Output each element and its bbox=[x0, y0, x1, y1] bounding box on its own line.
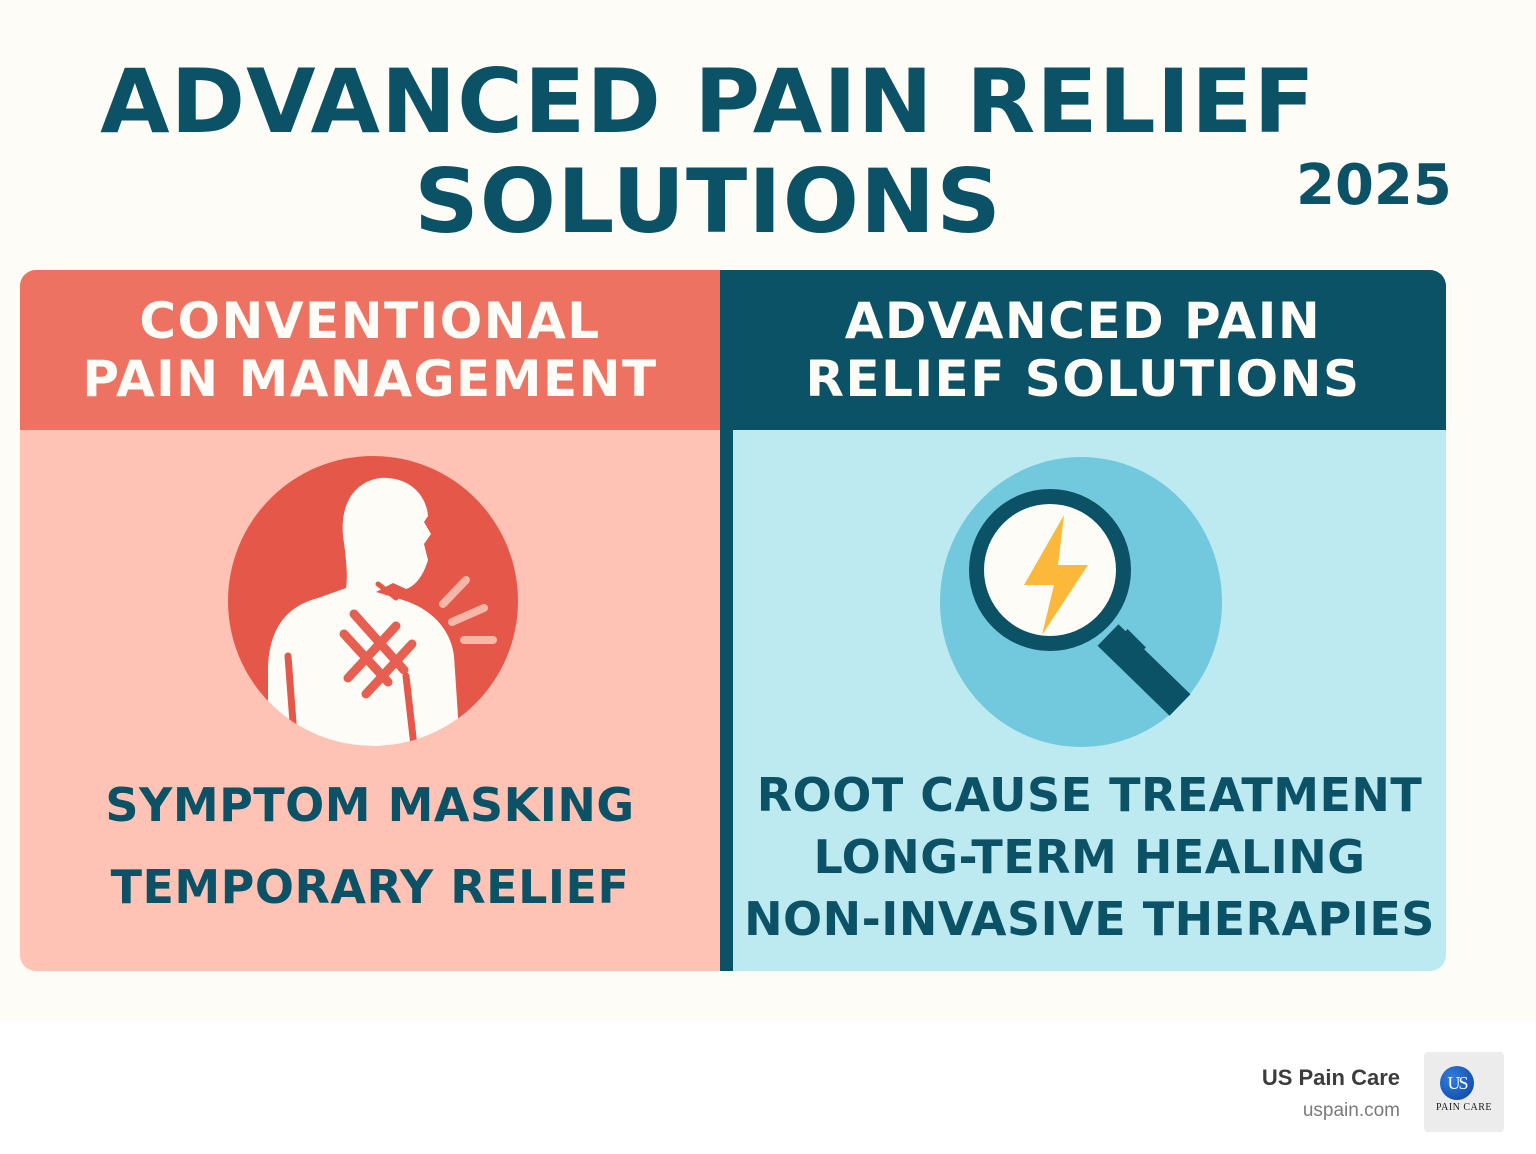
advanced-panel: ADVANCED PAIN RELIEF SOLUTIONS ROOT CAU bbox=[720, 270, 1446, 971]
magnifier-lightning-icon bbox=[940, 457, 1222, 747]
conventional-heading: CONVENTIONAL PAIN MANAGEMENT bbox=[20, 270, 720, 430]
us-logo-icon: US bbox=[1440, 1066, 1474, 1100]
advanced-point: NON-INVASIVE THERAPIES bbox=[744, 892, 1435, 946]
conventional-panel: CONVENTIONAL PAIN MANAGEMENT bbox=[20, 270, 720, 971]
advanced-heading: ADVANCED PAIN RELIEF SOLUTIONS bbox=[720, 270, 1446, 430]
advanced-heading-line-2: RELIEF SOLUTIONS bbox=[805, 350, 1361, 408]
conventional-point: TEMPORARY RELIEF bbox=[110, 860, 630, 914]
year-label: 2025 bbox=[1296, 153, 1452, 218]
attribution-bar: US Pain Care uspain.com US PAIN CARE bbox=[0, 1022, 1536, 1154]
conventional-point: SYMPTOM MASKING bbox=[105, 778, 635, 832]
conventional-heading-line-1: CONVENTIONAL bbox=[139, 292, 601, 350]
logo-text: PAIN CARE bbox=[1435, 1102, 1493, 1113]
infographic: ADVANCED PAIN RELIEF SOLUTIONS 2025 CONV… bbox=[0, 51, 1452, 971]
brand-logo[interactable]: US PAIN CARE bbox=[1424, 1052, 1504, 1132]
title-line-2: SOLUTIONS bbox=[414, 150, 1002, 253]
conventional-points: SYMPTOM MASKING TEMPORARY RELIEF bbox=[20, 764, 720, 928]
conventional-heading-line-2: PAIN MANAGEMENT bbox=[82, 350, 658, 408]
advanced-heading-line-1: ADVANCED PAIN bbox=[844, 292, 1322, 350]
person-shoulder-pain-icon bbox=[228, 456, 518, 746]
comparison-table: CONVENTIONAL PAIN MANAGEMENT bbox=[20, 270, 1446, 971]
panel-divider bbox=[720, 270, 733, 971]
brand-name: US Pain Care bbox=[1261, 1065, 1400, 1090]
advanced-point: ROOT CAUSE TREATMENT bbox=[756, 768, 1423, 822]
brand-url[interactable]: uspain.com bbox=[1302, 1100, 1400, 1121]
advanced-point: LONG-TERM HEALING bbox=[813, 830, 1366, 884]
title-line-1: ADVANCED PAIN RELIEF bbox=[100, 50, 1316, 153]
page-title: ADVANCED PAIN RELIEF SOLUTIONS bbox=[0, 52, 1430, 252]
advanced-points: ROOT CAUSE TREATMENT LONG-TERM HEALING N… bbox=[720, 764, 1446, 950]
